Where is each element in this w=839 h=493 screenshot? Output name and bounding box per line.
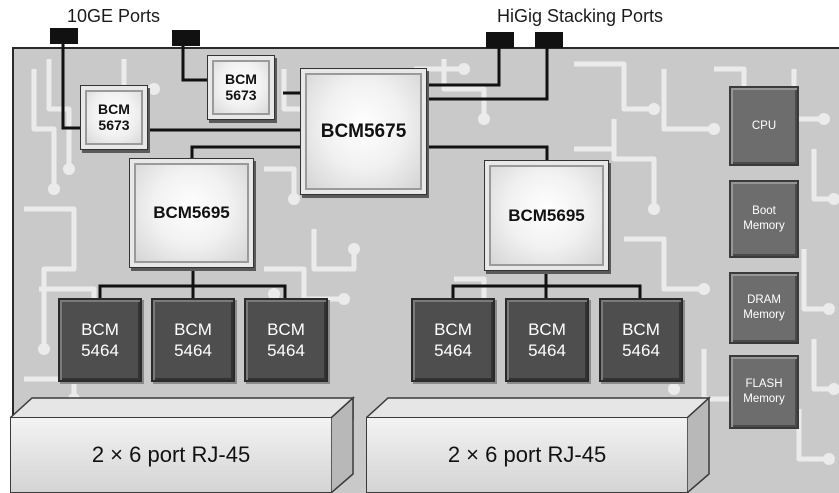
bcm5464-phy-2: BCM 5464	[151, 298, 235, 382]
ten-ge-port-connector-1	[50, 28, 78, 44]
bcm5464-phy-4: BCM 5464	[411, 298, 495, 382]
higig-port-connector-1	[486, 32, 514, 48]
rj45-connector-1: 2 × 6 port RJ-45	[10, 417, 332, 493]
bcm5675-chip: BCM5675	[300, 68, 427, 195]
rj45-connector-2: 2 × 6 port RJ-45	[366, 417, 688, 493]
bcm5464-phy-5: BCM 5464	[505, 298, 589, 382]
bcm5695-chip-right: BCM5695	[484, 160, 609, 271]
dram-memory-chip: DRAM Memory	[729, 272, 799, 344]
ten-ge-ports-label: 10GE Ports	[67, 6, 161, 26]
cpu-chip: CPU	[729, 86, 799, 166]
chip-label-line1: BCM	[98, 101, 130, 118]
bcm5464-phy-3: BCM 5464	[244, 298, 328, 382]
chip-label-line1: BCM	[225, 71, 257, 88]
rj45-connector-side-2	[687, 396, 710, 493]
chip-label-line2: 5673	[98, 116, 130, 133]
flash-memory-chip: FLASH Memory	[729, 355, 799, 429]
ten-ge-port-connector-2	[172, 30, 200, 46]
bcm5464-phy-6: BCM 5464	[599, 298, 683, 382]
higig-stacking-ports-label: HiGig Stacking Ports	[497, 6, 664, 26]
chip-label-line2: 5673	[225, 86, 257, 103]
bcm5464-phy-1: BCM 5464	[58, 298, 142, 382]
boot-memory-chip: Boot Memory	[729, 180, 799, 258]
bcm5695-chip-left: BCM5695	[129, 158, 254, 268]
higig-port-connector-2	[535, 32, 563, 48]
rj45-connector-side-1	[331, 396, 354, 493]
